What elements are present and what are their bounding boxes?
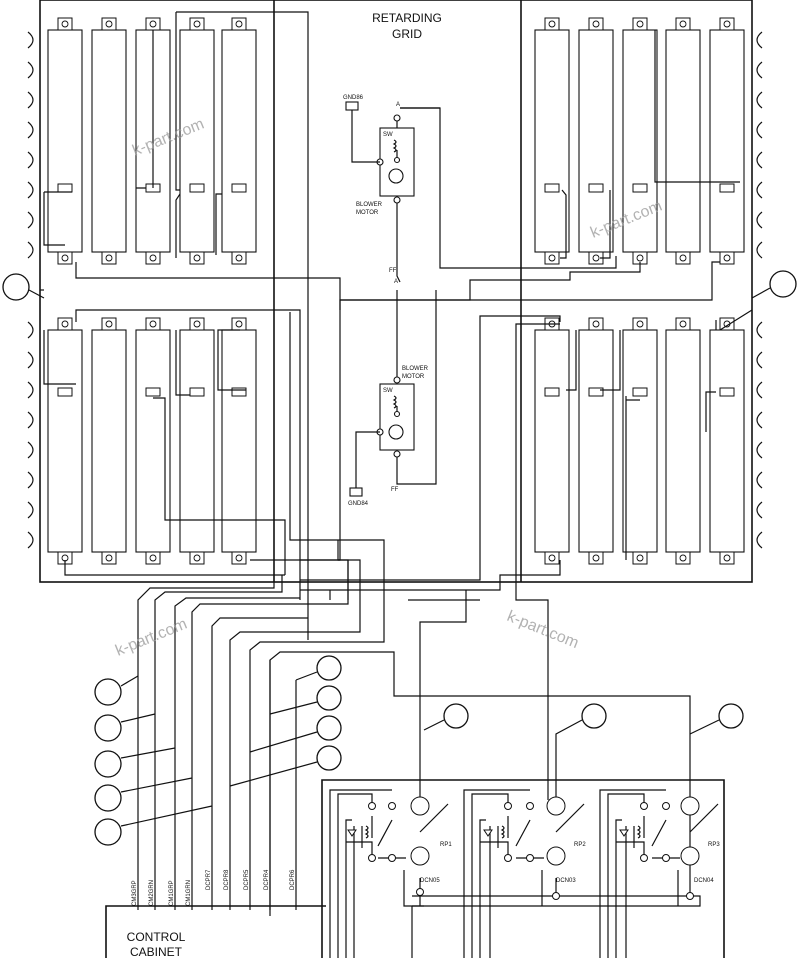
lower-blower-switch-label: SW <box>383 388 393 394</box>
cabinet-title-line1: CONTROL <box>127 930 186 944</box>
contactor-circuit-2-parts <box>483 796 566 900</box>
cable-label-dcpr8: DCPR8 <box>224 869 230 890</box>
upper-blower-ff-label: FF <box>389 268 397 274</box>
lower-blower-label-line1: BLOWER <box>402 366 429 372</box>
relay-label-rp1: RP1 <box>440 842 452 848</box>
contactor-circuit-3-parts <box>619 796 700 900</box>
connector-circles <box>2 270 797 846</box>
lower-blower-ground: GND84 <box>348 501 369 507</box>
dcn-label-dcn05: DCN05 <box>420 878 440 884</box>
relay-label-rp2: RP2 <box>574 842 586 848</box>
upper-blower-top-terminal: A <box>396 102 400 108</box>
cable-label-cm1grn: CM1GRN <box>186 880 192 906</box>
lower-blower-a-label: A <box>394 279 398 285</box>
lower-blower-ff-label: FF <box>391 487 399 493</box>
cable-label-dcpr6: DCPR6 <box>290 869 296 890</box>
resistor-bank-top-right <box>534 29 745 253</box>
left-cooling-fins <box>27 31 34 549</box>
blower-motor-lower <box>349 290 437 497</box>
blower-motor-upper <box>345 101 440 283</box>
contactor-circuit-2 <box>463 789 585 958</box>
cabinet-title-line2: CABINET <box>130 945 183 958</box>
dcn-label-dcn04: DCN04 <box>694 878 714 884</box>
resistor-bank-bottom-right <box>534 329 745 553</box>
contactor-circuit-1-parts <box>347 796 430 896</box>
watermark-4: k-part.com <box>505 608 581 652</box>
contactor-circuit-1 <box>329 789 701 958</box>
grid-title-line2: GRID <box>392 27 422 41</box>
upper-blower-switch-label: SW <box>383 132 393 138</box>
cable-label-cm1grp: CM1GRP <box>169 880 175 906</box>
cable-label-dcpr4: DCPR4 <box>264 869 270 890</box>
control-cabinet-outline <box>105 779 725 958</box>
right-cooling-fins <box>756 31 763 549</box>
contactor-circuit-3 <box>599 789 719 958</box>
upper-blower-label-line1: BLOWER <box>356 202 383 208</box>
grid-internal-wiring <box>40 11 753 640</box>
resistor-bank-bottom-left <box>47 329 257 553</box>
cable-harness <box>28 287 771 916</box>
retarding-grid-enclosure <box>39 0 753 583</box>
cable-label-cm3grp: CM3GRP <box>132 880 138 906</box>
grid-title-line1: RETARDING <box>372 11 442 25</box>
lower-blower-label-line2: MOTOR <box>402 374 425 380</box>
cable-label-dcpr5: DCPR5 <box>244 869 250 890</box>
cable-label-cm2grn: CM2GRN <box>149 880 155 906</box>
watermark-3: k-part.com <box>113 616 189 660</box>
relay-label-rp3: RP3 <box>708 842 720 848</box>
upper-blower-ground: GND86 <box>343 95 364 101</box>
cable-label-dcpr7: DCPR7 <box>206 869 212 890</box>
dcn-label-dcn03: DCN03 <box>556 878 576 884</box>
upper-blower-label-line2: MOTOR <box>356 210 379 216</box>
